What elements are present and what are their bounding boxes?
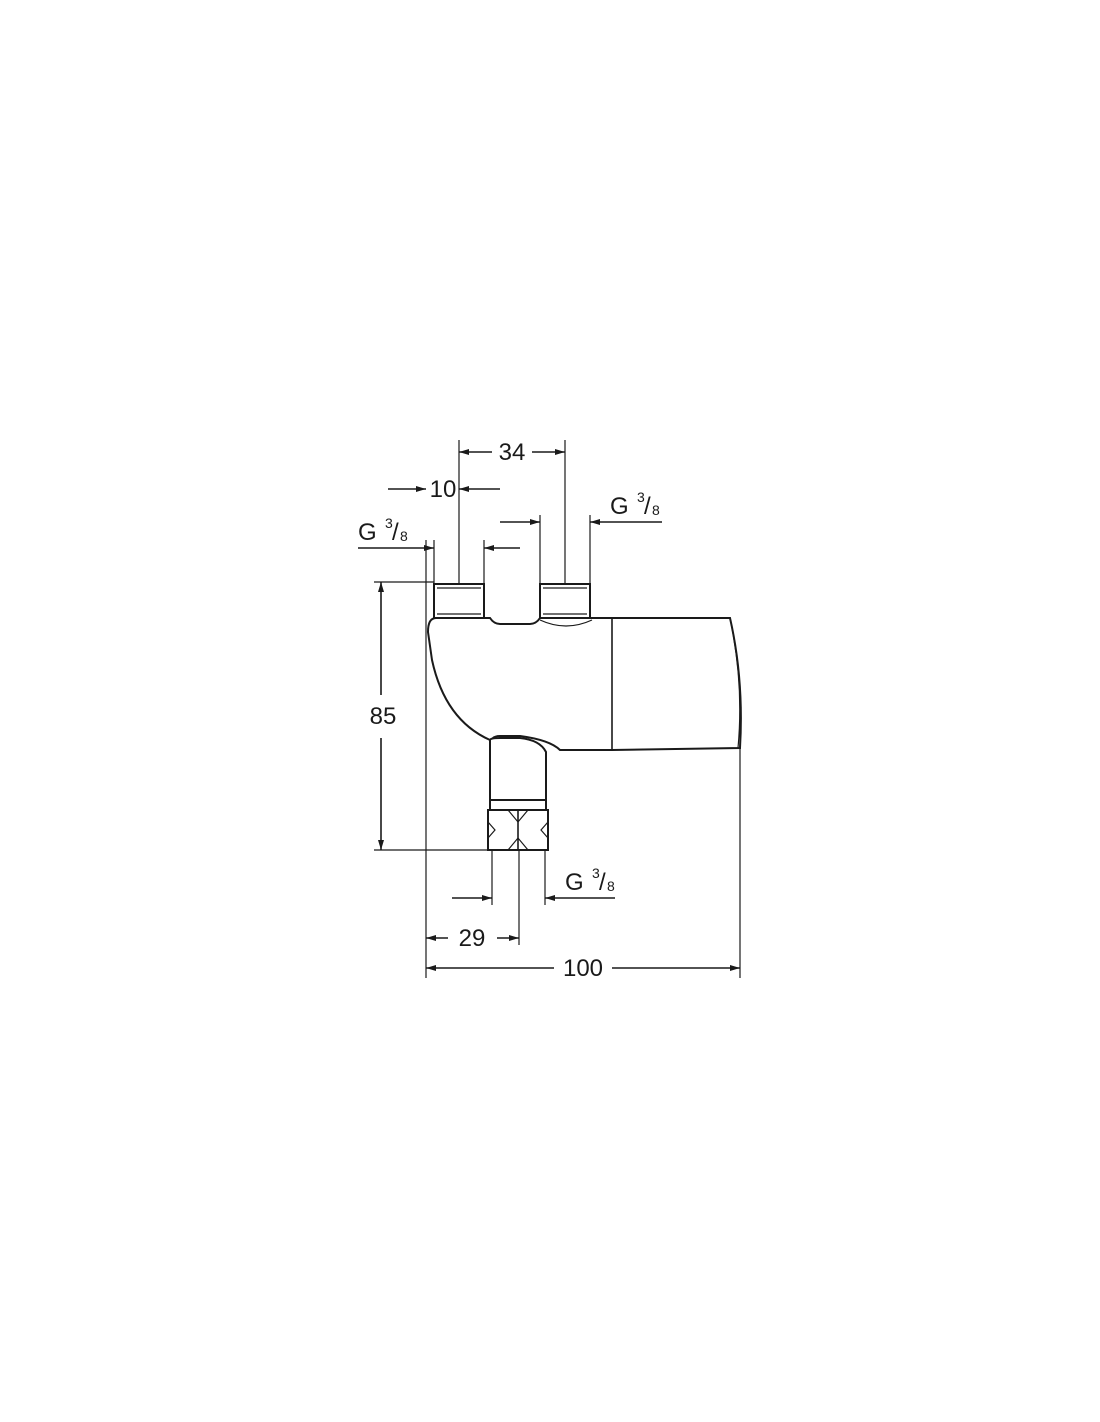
- thread-slash: /: [599, 869, 606, 896]
- dimension-34: 34: [459, 439, 565, 466]
- dim-label-29: 29: [459, 925, 486, 952]
- dimension-100: 100: [426, 955, 740, 982]
- thread-denominator: 8: [607, 878, 615, 894]
- thread-numerator: 3: [385, 515, 393, 531]
- thread-label-right-inlet: G 3 / 8: [500, 489, 662, 525]
- thread-label-outlet: G 3 / 8: [452, 865, 615, 901]
- thread-numerator: 3: [592, 865, 600, 881]
- thread-label-left-inlet: G 3 / 8: [358, 515, 520, 551]
- dimension-85: 85: [370, 582, 397, 850]
- outlet-neck: [489, 737, 547, 801]
- dim-label-10: 10: [430, 476, 457, 503]
- thread-denominator: 8: [652, 502, 660, 518]
- thread-numerator: 3: [637, 489, 645, 505]
- outlet-hex-nut: [487, 809, 549, 851]
- thread-slash: /: [644, 493, 651, 520]
- valve-housing: [426, 617, 742, 751]
- dimension-29: 29: [426, 925, 519, 952]
- dim-label-85: 85: [370, 703, 397, 730]
- extension-lines: [374, 440, 741, 978]
- thermostat-body: [426, 583, 742, 851]
- thread-denominator: 8: [400, 528, 408, 544]
- right-inlet-connector: [539, 583, 591, 619]
- thread-letter: G: [610, 493, 629, 520]
- left-inlet-connector: [433, 583, 485, 619]
- dimension-10: 10: [388, 476, 500, 503]
- dim-label-100: 100: [563, 955, 603, 982]
- thread-letter: G: [358, 519, 377, 546]
- dim-label-34: 34: [499, 439, 526, 466]
- thread-letter: G: [565, 869, 584, 896]
- thread-slash: /: [392, 519, 399, 546]
